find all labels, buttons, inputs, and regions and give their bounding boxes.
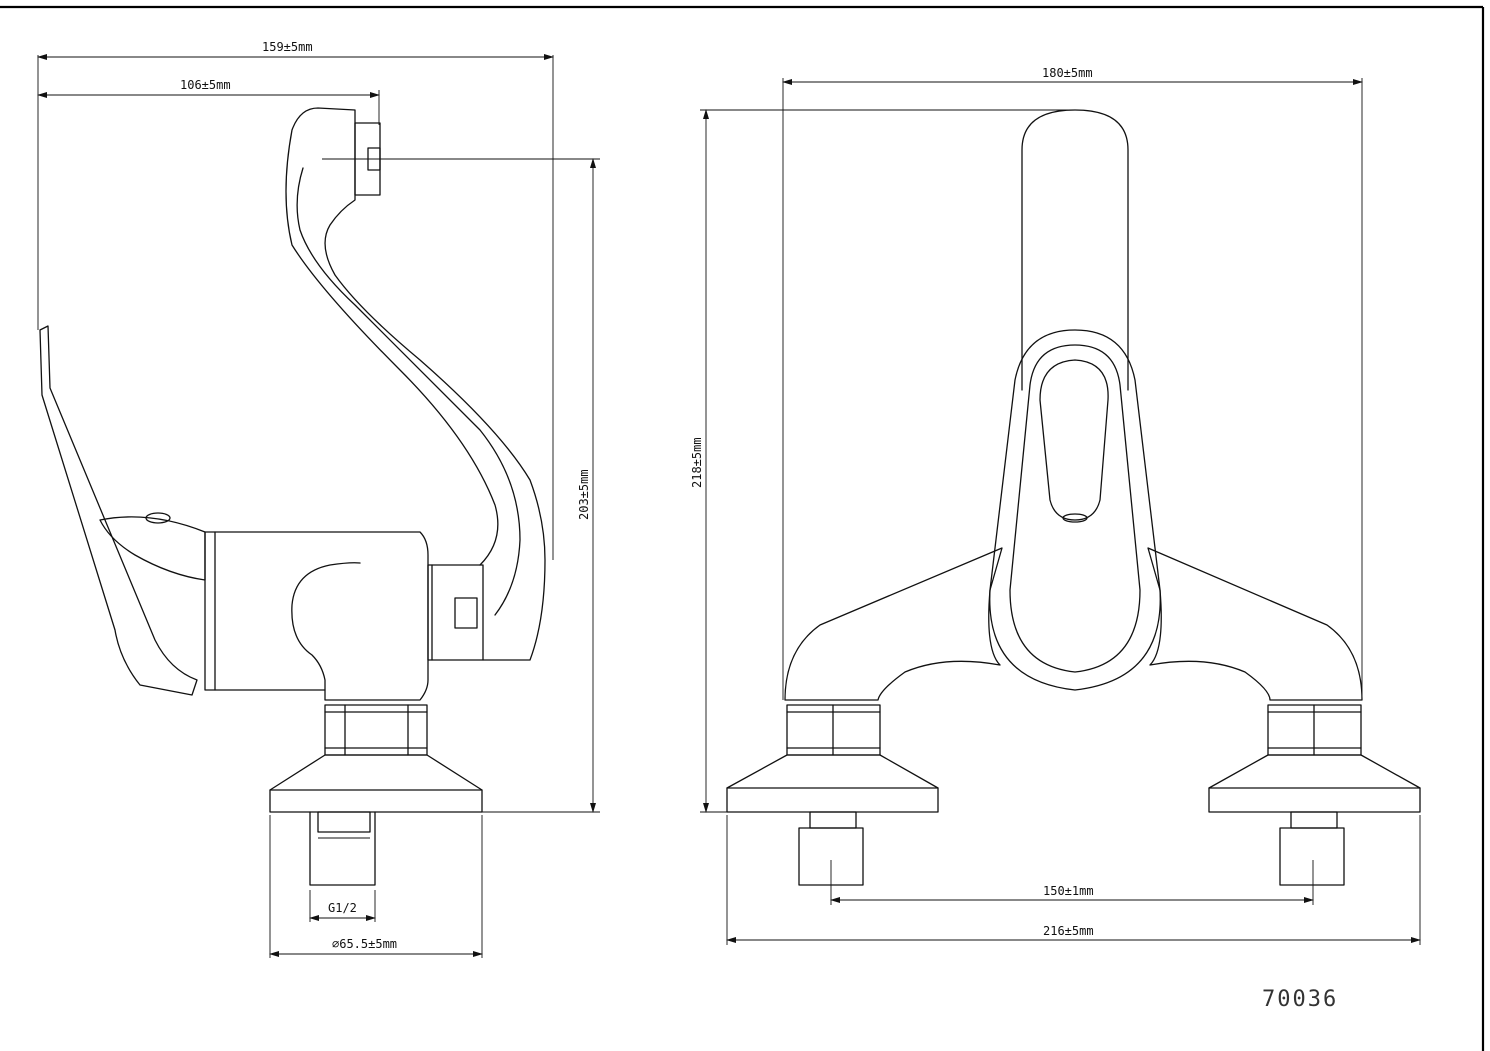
dim-front-height: 218±5mm: [690, 437, 704, 488]
side-view: [39, 107, 546, 886]
front-dimensions: 180±5mm 218±5mm 150±1mm 216±5mm: [690, 66, 1421, 945]
side-dimensions: 159±5mm 106±5mm 203±5mm G1/2 ∅65.5±5mm: [37, 40, 600, 958]
dim-thread: G1/2: [328, 901, 357, 915]
dim-center-distance: 150±1mm: [1043, 884, 1094, 898]
dim-front-overall-width: 216±5mm: [1043, 924, 1094, 938]
front-view: [726, 109, 1421, 886]
dim-base-diameter: ∅65.5±5mm: [332, 937, 397, 951]
dim-side-overall-width: 159±5mm: [262, 40, 313, 54]
dim-side-height: 203±5mm: [577, 469, 591, 520]
sheet-frame: [0, 5, 1485, 1051]
dim-front-body-width: 180±5mm: [1042, 66, 1093, 80]
dim-spout-reach: 106±5mm: [180, 78, 231, 92]
model-number: 70036: [1262, 987, 1338, 1012]
